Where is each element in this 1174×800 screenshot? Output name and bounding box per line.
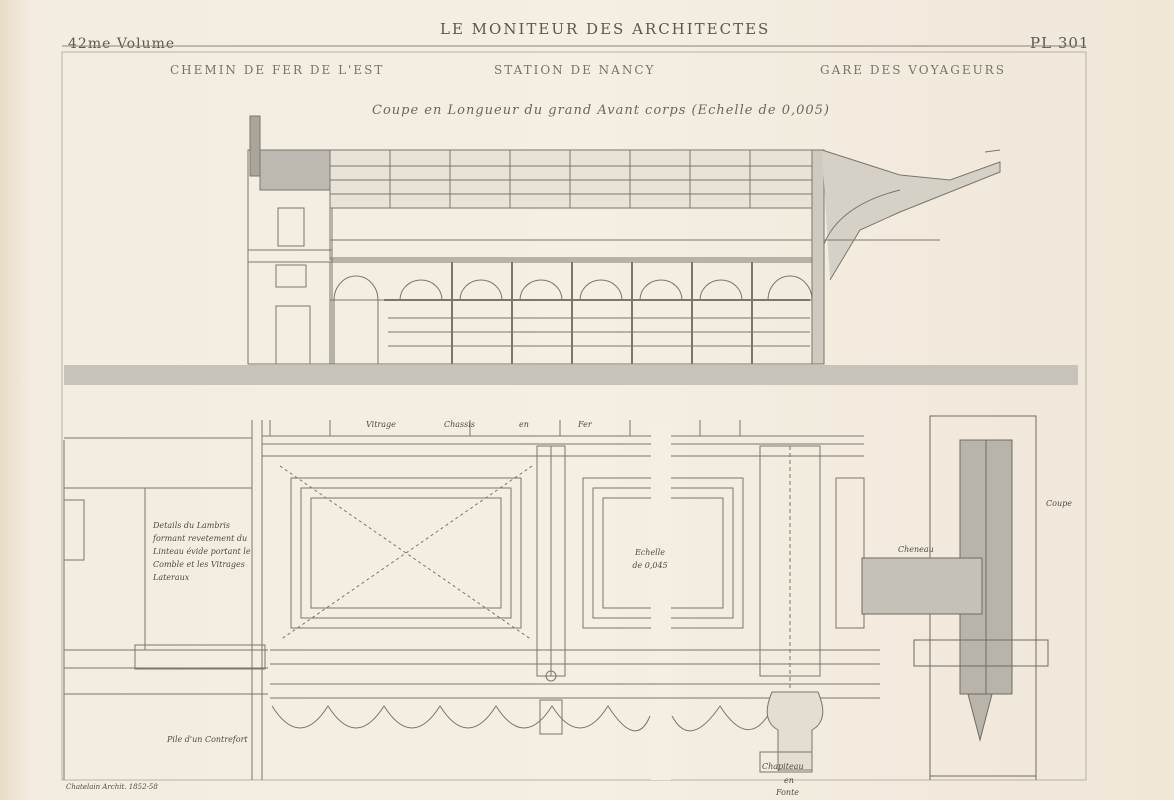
plate-number: PL 301: [1030, 34, 1090, 52]
journal-title: LE MONITEUR DES ARCHITECTES: [440, 20, 771, 38]
architect-signature: Chatelain Archit. 1852-58: [66, 783, 158, 791]
en-fonte-label: en: [784, 776, 794, 785]
section-subtitle: Coupe en Longueur du grand Avant corps (…: [372, 103, 830, 118]
en-label: en: [519, 420, 529, 429]
chapiteau-label: Chapiteau: [762, 762, 804, 771]
wainscot-detail: [63, 420, 880, 780]
volume-label: 42me Volume: [68, 36, 176, 52]
vitrage-label: Vitrage: [366, 420, 396, 429]
chassis-label: Chassis: [444, 420, 475, 429]
longitudinal-section: [64, 115, 1078, 385]
station-heading: STATION DE NANCY: [494, 63, 656, 77]
pile-label: Pile d'un Contrefort: [167, 735, 248, 744]
gutter-section: [861, 415, 1049, 780]
coupe-label: Coupe: [1046, 499, 1072, 508]
building-heading: GARE DES VOYAGEURS: [820, 63, 1006, 77]
railway-heading: CHEMIN DE FER DE L'EST: [170, 63, 385, 77]
lambris-note: Details du Lambris formant revetement du…: [153, 521, 251, 582]
fer-label: Fer: [578, 420, 592, 429]
scale-note: Echelle de 0,045: [632, 548, 668, 570]
cheneau-label: Cheneau: [898, 545, 934, 554]
fonte-label: Fonte: [776, 788, 800, 797]
